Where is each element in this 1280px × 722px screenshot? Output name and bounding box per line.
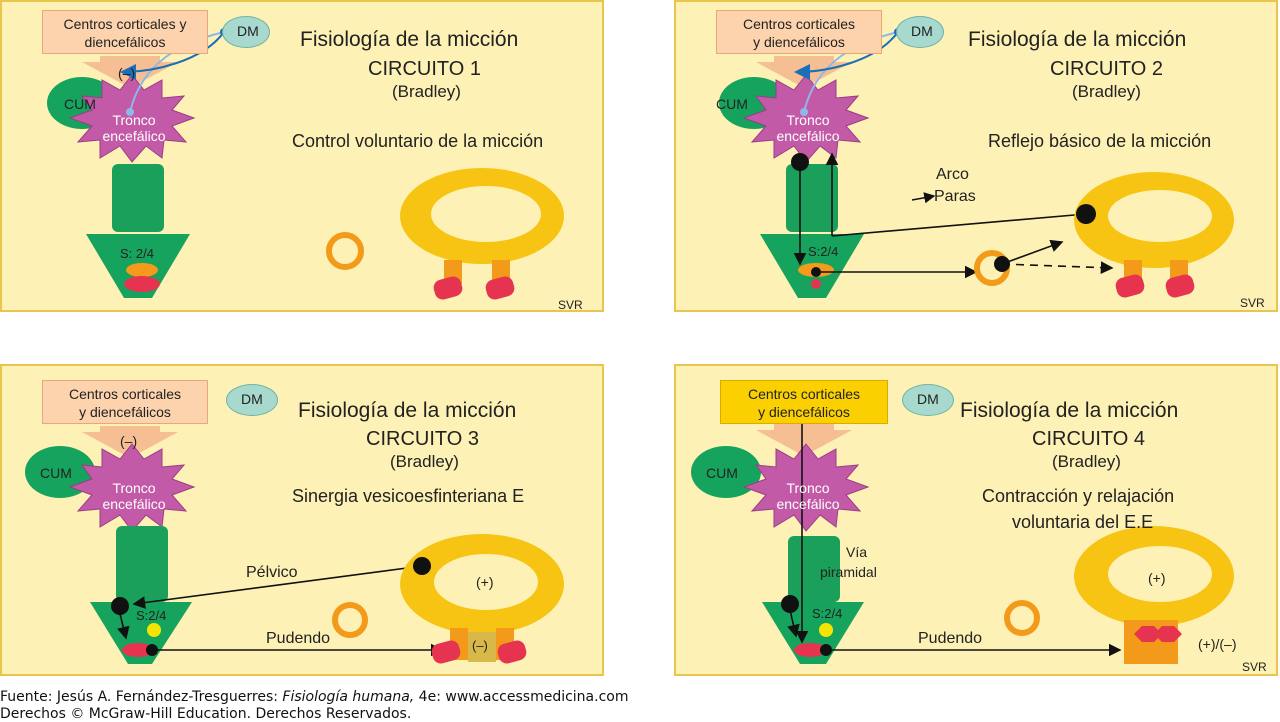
circuit-label: CIRCUITO 3 (366, 428, 479, 450)
circuit-label: CIRCUITO 1 (368, 58, 481, 80)
tronco-line2: encefálico (102, 496, 166, 512)
footer-source-suffix: 4e: www.accessmedicina.com (414, 689, 629, 705)
centers-line2: y diencefálicos (753, 34, 845, 50)
cum-label: CUM (40, 465, 72, 481)
tronco-shape (68, 74, 196, 163)
dm-bubble (902, 384, 954, 416)
panel-subtitle-line1: Contracción y relajación (982, 486, 1175, 506)
tronco-line2: encefálico (776, 128, 840, 144)
tronco-line2: encefálico (776, 496, 840, 512)
circuit-label: CIRCUITO 2 (1050, 58, 1163, 80)
pelvic-label: Pélvico (246, 564, 298, 581)
footer-book-title: Fisiología humana, (282, 689, 415, 705)
panel-title: Fisiología de la micción (968, 28, 1187, 51)
panel-subtitle: Control voluntario de la micción (292, 131, 544, 151)
footer-copyright: Derechos © McGraw-Hill Education. Derech… (0, 706, 412, 722)
cum-label: CUM (706, 465, 738, 481)
arc-label-1: Arco (936, 166, 969, 183)
small-ring (326, 232, 364, 270)
circuit-label: CIRCUITO 4 (1032, 428, 1145, 450)
author-label: (Bradley) (1072, 82, 1141, 101)
tronco-line1: Tronco (786, 112, 830, 128)
centers-line2: y diencefálicos (79, 404, 171, 420)
inhibition-label: (–) (118, 65, 136, 81)
svr-label: SVR (558, 298, 583, 312)
panel-subtitle: Reflejo básico de la micción (988, 131, 1212, 151)
circuit-1-diagram (47, 28, 564, 300)
sphincter-right (485, 276, 515, 300)
dm-label: DM (911, 23, 933, 39)
arc-label-2: Paras (934, 188, 976, 205)
dm-label: DM (241, 391, 263, 407)
dm-bubble (222, 16, 270, 48)
dm-bubble (226, 384, 278, 416)
tronco-line1: Tronco (112, 480, 156, 496)
centers-line2: diencefálicos (84, 34, 166, 50)
sphincter-left (1134, 626, 1162, 642)
panel-title: Fisiología de la micción (960, 399, 1179, 422)
via-label-2: piramidal (820, 564, 877, 580)
footer-source-prefix: Fuente: Jesús A. Fernández-Tresguerres: (0, 689, 283, 705)
bladder-sign: (+) (476, 574, 494, 590)
centers-line1: Centros corticales (68, 386, 182, 402)
cum-label: CUM (64, 96, 96, 112)
tronco-label: Tronco encefálico (768, 480, 848, 512)
author-label: (Bradley) (1052, 452, 1121, 471)
panel-subtitle: Sinergia vesicoesfinteriana E (292, 486, 525, 506)
panel-circuit-1: Centros corticales y diencefálicos DM (–… (0, 0, 604, 312)
panel-title: Fisiología de la micción (300, 28, 519, 51)
centers-line1: Centros corticales (742, 16, 856, 32)
tronco-label: Tronco encefálico (94, 480, 174, 512)
svr-label: SVR (1240, 296, 1265, 310)
pelvic-line (132, 565, 423, 609)
sphincter-left (433, 276, 463, 300)
footer-source: Fuente: Jesús A. Fernández-Tresguerres: … (0, 689, 628, 705)
pudendo-label: Pudendo (266, 630, 331, 647)
sacral-label: S:2/4 (808, 244, 839, 259)
bladder-sign: (+) (1148, 570, 1166, 586)
tronco-line1: Tronco (112, 112, 156, 128)
centers-line1: Centros corticales y (63, 16, 187, 32)
spinal-cord-shape (112, 164, 164, 232)
panel-circuit-3: Centros corticales y diencefálicos DM (–… (0, 364, 604, 676)
author-label: (Bradley) (390, 452, 459, 471)
via-label-1: Vía (846, 544, 868, 560)
cum-label: CUM (716, 96, 748, 112)
panel-circuit-4: Centros corticales y diencefálicos DM CU… (674, 364, 1278, 676)
centers-box: Centros corticales y diencefálicos (42, 10, 208, 54)
centers-box: Centros corticales y diencefálicos (716, 10, 882, 54)
dm-label: DM (237, 23, 259, 39)
sacral-label: S:2/4 (812, 606, 843, 621)
dm-label: DM (917, 391, 939, 407)
centers-box: Centros corticales y diencefálicos (720, 380, 888, 424)
pelvic-afferent-line (831, 213, 1087, 237)
panel-title: Fisiología de la micción (298, 399, 517, 422)
dm-bubble (896, 16, 944, 48)
sacral-label: S: 2/4 (120, 246, 154, 261)
tronco-line2: encefálico (102, 128, 166, 144)
circuit-4-diagram (691, 424, 1234, 664)
feedback-line (129, 31, 225, 113)
circuit-3-diagram (25, 426, 564, 664)
centers-line1: Centros corticales (747, 386, 861, 402)
sphincter-right (1154, 626, 1182, 642)
sphincter-sign: (+)/(–) (1198, 636, 1237, 652)
circuit-2-diagram (719, 28, 1234, 298)
panel-subtitle-line2: voluntaria del E.E (1012, 512, 1154, 532)
centers-box: Centros corticales y diencefálicos (42, 380, 208, 424)
inhibition-label: (–) (120, 433, 138, 449)
tronco-label: Tronco encefálico (94, 112, 174, 144)
svr-label: SVR (1242, 660, 1267, 674)
sphincter-sign: (–) (472, 638, 488, 653)
panel-circuit-2: Centros corticales y diencefálicos DM CU… (674, 0, 1278, 312)
tronco-label: Tronco encefálico (768, 112, 848, 144)
author-label: (Bradley) (392, 82, 461, 101)
centers-line2: y diencefálicos (758, 404, 850, 420)
tronco-line1: Tronco (786, 480, 830, 496)
pudendo-label: Pudendo (918, 630, 983, 647)
sacral-label: S:2/4 (136, 608, 167, 623)
